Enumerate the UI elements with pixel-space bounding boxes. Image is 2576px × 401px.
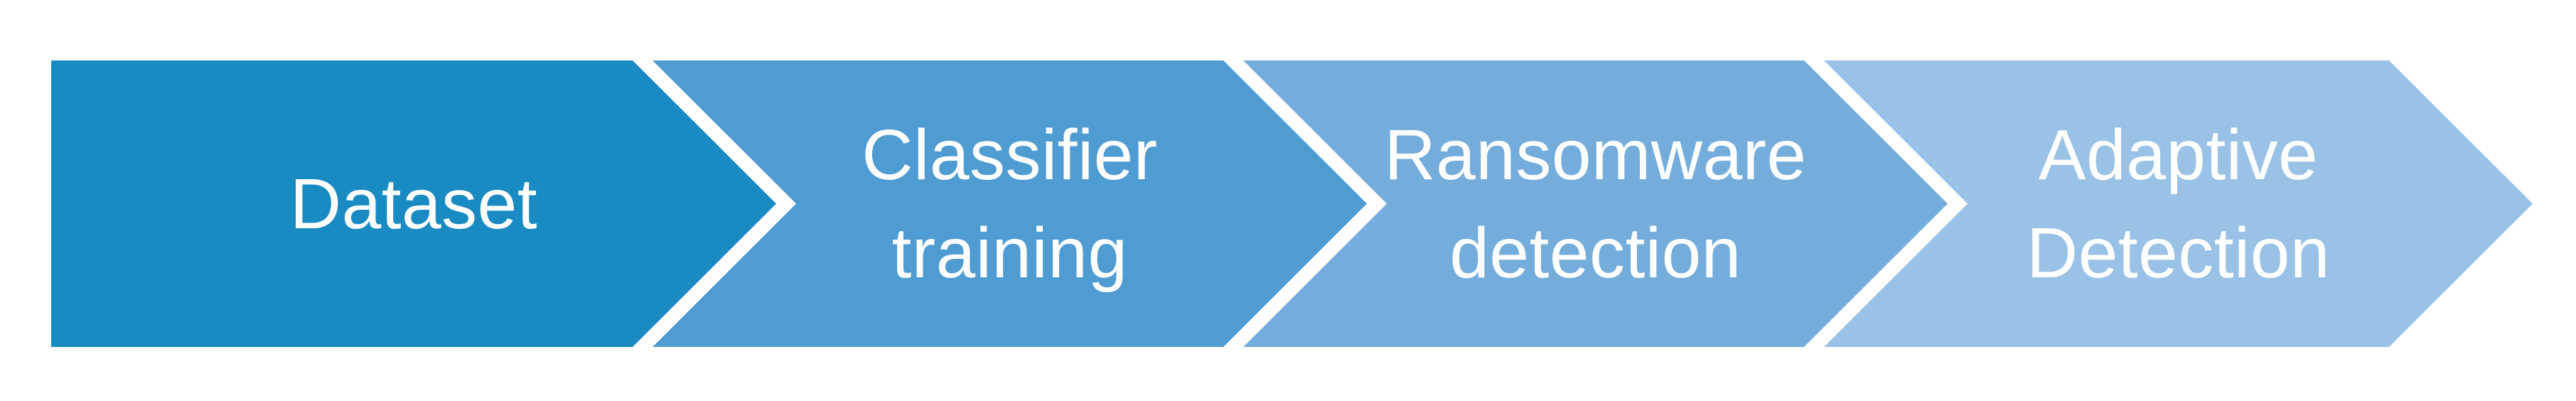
chevron-step-ransomware-detection: Ransomware detection: [1243, 60, 1948, 347]
chevron-step-label: Classifier training: [862, 114, 1158, 293]
chevron-step-adaptive-detection: Adaptive Detection: [1824, 60, 2533, 347]
chevron-step-label: Dataset: [289, 164, 538, 244]
chevron-step-label: Ransomware detection: [1384, 114, 1807, 293]
chevron-step-dataset: Dataset: [51, 60, 776, 347]
chevron-step-label: Adaptive Detection: [2027, 114, 2330, 293]
